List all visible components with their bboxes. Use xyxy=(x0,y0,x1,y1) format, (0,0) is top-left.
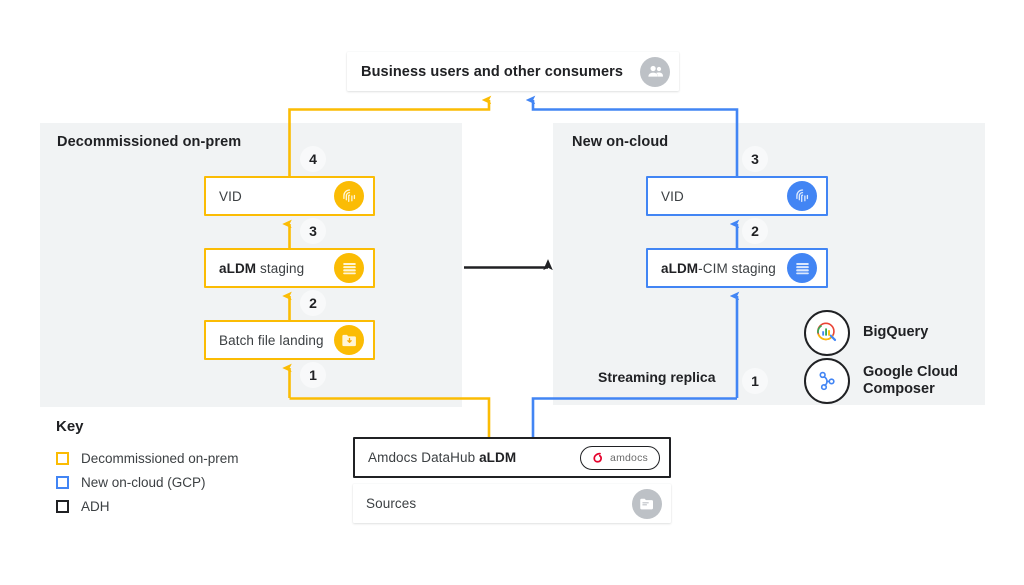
business-users-label: Business users and other consumers xyxy=(361,63,624,80)
amdocs-logo: amdocs xyxy=(580,445,660,470)
cloud-composer-icon xyxy=(804,358,850,404)
key-label-adh: ADH xyxy=(81,498,110,514)
amdocs-wordmark: amdocs xyxy=(610,451,648,464)
people-icon xyxy=(640,56,670,87)
key-swatch-black xyxy=(56,499,69,513)
step-badge-left-1: 1 xyxy=(300,362,326,388)
amdocs-mark xyxy=(593,452,603,463)
panel-title-on-cloud: New on-cloud xyxy=(572,134,669,150)
key-title: Key xyxy=(56,418,84,435)
step-badge-left-4: 4 xyxy=(300,146,326,172)
step-badge-right-1: 1 xyxy=(742,368,768,394)
node-amdocs-datahub[interactable]: Amdocs DataHub aLDM amdocs xyxy=(353,437,671,478)
key-label-new-on-cloud: New on-cloud (GCP) xyxy=(81,474,206,490)
key-item-adh: ADH xyxy=(56,494,239,518)
streaming-replica-label: Streaming replica xyxy=(598,369,716,385)
key-swatch-yellow xyxy=(56,451,69,465)
step-badge-right-3: 3 xyxy=(742,146,768,172)
node-vid-on-prem-label: VID xyxy=(219,188,242,204)
node-sources-label: Sources xyxy=(366,496,417,511)
key-item-new-on-cloud: New on-cloud (GCP) xyxy=(56,470,239,494)
product-bigquery-label: BigQuery xyxy=(863,324,929,341)
folder-download-icon xyxy=(334,325,364,355)
node-amdocs-datahub-label: Amdocs DataHub aLDM xyxy=(368,450,517,465)
node-vid-on-cloud[interactable]: VID xyxy=(646,176,828,216)
business-users-box[interactable]: Business users and other consumers xyxy=(347,52,679,91)
node-aldm-staging-label: aLDM staging xyxy=(219,260,305,276)
product-cloud-composer: Google Cloud Composer xyxy=(804,358,958,404)
product-cloud-composer-label: Google Cloud Composer xyxy=(863,363,959,397)
bigquery-icon xyxy=(804,310,850,356)
step-badge-left-2: 2 xyxy=(300,290,326,316)
folder-icon xyxy=(632,488,662,519)
key-swatch-blue xyxy=(56,475,69,489)
fingerprint-icon xyxy=(787,181,817,211)
database-icon xyxy=(787,253,817,283)
node-sources[interactable]: Sources xyxy=(353,484,671,523)
node-vid-on-prem[interactable]: VID xyxy=(204,176,375,216)
key-item-decommissioned-on-prem: Decommissioned on-prem xyxy=(56,446,239,470)
panel-title-on-prem: Decommissioned on-prem xyxy=(57,134,242,150)
step-badge-left-3: 3 xyxy=(300,218,326,244)
node-aldm-staging[interactable]: aLDM staging xyxy=(204,248,375,288)
node-aldm-cim-staging-label: aLDM-CIM staging xyxy=(661,260,776,276)
key-legend: Key Decommissioned on-prem New on-cloud … xyxy=(56,418,239,518)
product-bigquery: BigQuery xyxy=(804,310,928,356)
database-icon xyxy=(334,253,364,283)
step-badge-right-2: 2 xyxy=(742,218,768,244)
node-vid-on-cloud-label: VID xyxy=(661,188,684,204)
node-aldm-cim-staging[interactable]: aLDM-CIM staging xyxy=(646,248,828,288)
node-batch-file-landing-label: Batch file landing xyxy=(219,332,324,348)
node-batch-file-landing[interactable]: Batch file landing xyxy=(204,320,375,360)
fingerprint-icon xyxy=(334,181,364,211)
key-label-decommissioned-on-prem: Decommissioned on-prem xyxy=(81,450,239,466)
